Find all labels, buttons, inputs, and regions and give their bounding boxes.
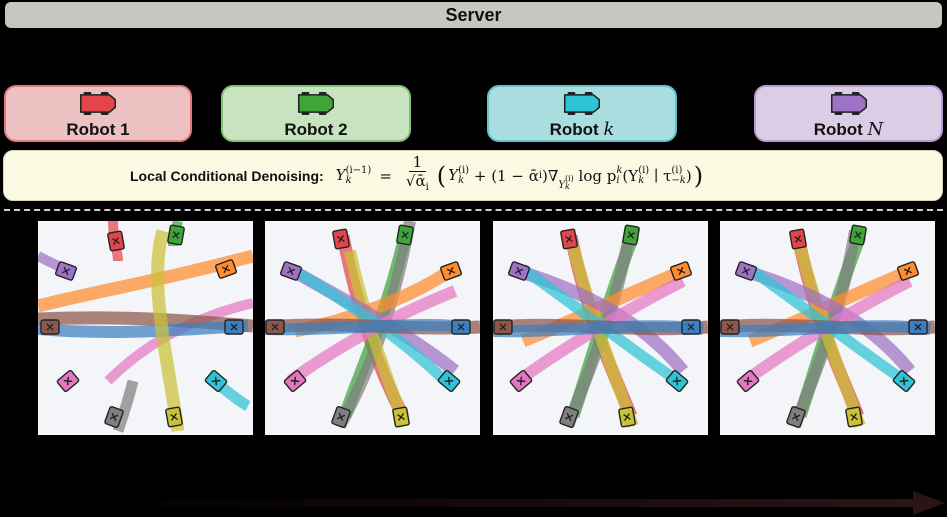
progress-arrow bbox=[100, 491, 945, 515]
robot-label: Robot 2 bbox=[284, 120, 348, 139]
robot-marker-blue bbox=[908, 319, 928, 335]
separator-line bbox=[4, 209, 943, 211]
trajectory-olive bbox=[344, 249, 411, 429]
robot-marker-olive bbox=[618, 406, 636, 428]
robot-marker-orange bbox=[897, 261, 919, 281]
robot-marker-blue bbox=[681, 319, 701, 335]
robot-marker-gray bbox=[559, 406, 579, 428]
robot-marker-red bbox=[789, 228, 807, 250]
trajectory-blue bbox=[265, 319, 466, 336]
robot-marker-green bbox=[396, 224, 414, 246]
trajectory-olive bbox=[567, 244, 639, 429]
robot-marker-brown bbox=[493, 319, 513, 335]
trajectory-panel-2 bbox=[265, 221, 480, 435]
server-label: Server bbox=[445, 4, 502, 25]
robot-marker-brown bbox=[265, 319, 285, 335]
robot-card-4: Robot N bbox=[754, 85, 943, 142]
denoising-label: Local Conditional Denoising: bbox=[130, 167, 324, 184]
robot-marker-gray bbox=[104, 406, 124, 428]
robot-marker-purple bbox=[735, 261, 757, 281]
server-bar: Server bbox=[5, 2, 942, 28]
robot-marker-gray bbox=[786, 406, 806, 428]
robot-marker-gray bbox=[331, 406, 351, 428]
robot-label: Robot k bbox=[549, 119, 615, 140]
local-conditional-denoising-box: Local Conditional Denoising: Y(i−1)k = 1… bbox=[3, 150, 943, 201]
robot-marker-olive bbox=[392, 406, 410, 428]
robot-label: Robot 1 bbox=[66, 120, 130, 139]
robot-marker-green bbox=[849, 224, 867, 246]
robot-marker-cyan bbox=[204, 369, 228, 393]
robot-marker-red bbox=[107, 230, 125, 252]
robot-marker-blue bbox=[224, 319, 244, 335]
trajectory-panel-1 bbox=[38, 221, 253, 435]
robot-marker-olive bbox=[165, 406, 183, 428]
trajectory-blue bbox=[38, 320, 249, 338]
robot-marker-cyan bbox=[437, 369, 461, 393]
robot-icon bbox=[79, 92, 117, 115]
robot-icon bbox=[297, 92, 335, 115]
robot-marker-pink bbox=[283, 369, 307, 393]
trajectory-blue bbox=[493, 320, 704, 338]
trajectory-panel-4 bbox=[720, 221, 935, 435]
robot-marker-pink bbox=[736, 369, 760, 393]
robot-card-1: Robot 1 bbox=[4, 85, 192, 142]
robot-marker-purple bbox=[55, 261, 77, 281]
trajectory-blue bbox=[720, 320, 931, 338]
robot-marker-red bbox=[560, 228, 578, 250]
robot-marker-brown bbox=[40, 319, 60, 335]
trajectory-olive bbox=[794, 244, 866, 429]
robot-marker-orange bbox=[440, 261, 462, 281]
robot-marker-orange bbox=[670, 261, 692, 281]
robot-marker-red bbox=[332, 228, 350, 250]
robot-marker-green bbox=[622, 224, 640, 246]
robot-card-2: Robot 2 bbox=[221, 85, 411, 142]
robot-label: Robot N bbox=[813, 119, 884, 140]
robot-icon bbox=[830, 92, 867, 115]
robot-icon bbox=[563, 92, 601, 115]
robot-marker-blue bbox=[451, 319, 471, 335]
robot-marker-cyan bbox=[892, 369, 916, 393]
robot-marker-green bbox=[167, 224, 185, 246]
robot-marker-purple bbox=[508, 261, 530, 281]
robot-marker-pink bbox=[56, 369, 80, 393]
trajectory-panel-3 bbox=[493, 221, 708, 435]
robot-marker-cyan bbox=[665, 369, 689, 393]
robot-marker-olive bbox=[845, 406, 863, 428]
robot-card-3: Robot k bbox=[487, 85, 677, 142]
trajectory-gray bbox=[112, 379, 139, 433]
robot-marker-orange bbox=[215, 259, 237, 279]
trajectory-olive bbox=[151, 229, 185, 432]
robot-marker-purple bbox=[280, 261, 302, 281]
robot-marker-pink bbox=[509, 369, 533, 393]
robot-marker-brown bbox=[720, 319, 740, 335]
